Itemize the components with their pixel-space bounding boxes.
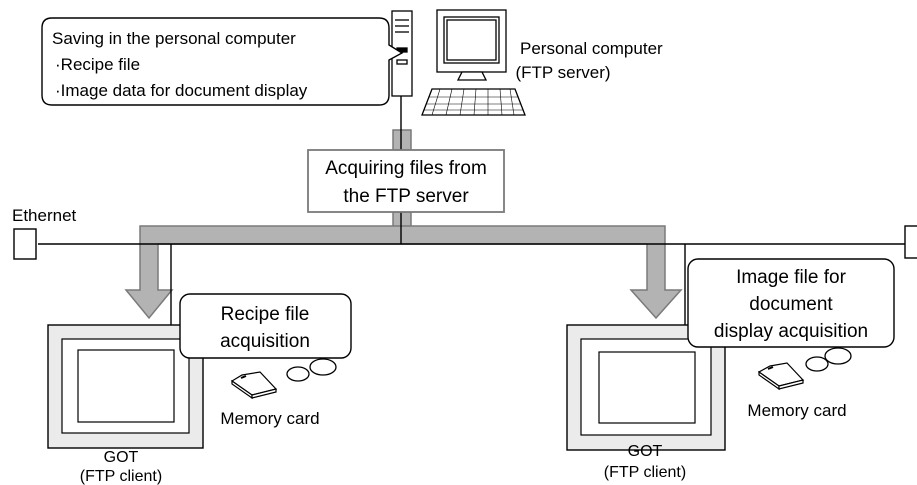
right-memory-card <box>757 362 805 391</box>
pc-down-stub <box>392 129 412 151</box>
personal-computer <box>391 9 526 116</box>
ethernet-label: Ethernet <box>12 206 77 225</box>
right-got-label-line1: GOT <box>628 443 663 460</box>
right-got-screen <box>580 338 712 436</box>
pc-note-line3: ·Image data for document display <box>55 81 308 100</box>
pc-label-line2: (FTP server) <box>515 63 610 82</box>
left-callout-line1: Recipe file <box>221 304 310 325</box>
pc-screen <box>443 16 500 64</box>
left-card-label: Memory card <box>220 409 319 428</box>
pc-label-line1: Personal computer <box>520 39 663 58</box>
pc-note-bubble <box>41 17 404 106</box>
left-callout-bubble <box>179 293 352 359</box>
terminator-right <box>904 225 917 259</box>
right-thought-bubble-large <box>824 347 852 365</box>
left-got-label-line2: (FTP client) <box>80 468 162 485</box>
right-callout-line3: display acquisition <box>714 321 868 342</box>
pc-keyboard-keys <box>424 88 523 116</box>
right-callout-line2: document <box>749 294 833 315</box>
left-memory-card <box>230 371 278 400</box>
right-thought-bubble-small <box>805 356 829 372</box>
pc-note-callout: Saving in the personal computer ·Recipe … <box>41 17 404 106</box>
right-callout-bubble <box>687 258 895 348</box>
left-callout-line2: acquisition <box>220 331 310 352</box>
left-recipe-callout: Recipe file acquisition <box>179 293 352 382</box>
left-got-screen <box>61 338 190 434</box>
pc-note-line2: ·Recipe file <box>55 55 140 74</box>
right-card-label: Memory card <box>747 401 846 420</box>
right-got-label-line2: (FTP client) <box>604 464 686 481</box>
acquire-line1: Acquiring files from <box>325 158 487 179</box>
right-callout-line1: Image file for <box>736 267 846 288</box>
pc-keyboard <box>421 88 526 116</box>
acquire-line2: the FTP server <box>343 186 469 207</box>
acquire-label-box: Acquiring files from the FTP server <box>307 149 505 213</box>
pc-note-line1: Saving in the personal computer <box>52 29 296 48</box>
left-thought-bubble-small <box>286 366 310 382</box>
right-image-callout: Image file for document display acquisit… <box>687 258 895 372</box>
left-got <box>47 324 204 449</box>
left-thought-bubble-large <box>309 358 337 376</box>
left-got-label-line1: GOT <box>104 449 139 466</box>
terminator-left <box>13 228 37 260</box>
